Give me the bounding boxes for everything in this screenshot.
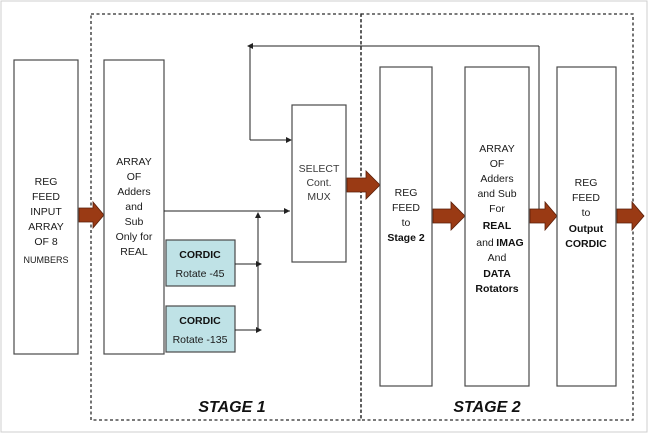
mux-text: SELECT Cont. MUX [299,163,340,203]
reg-feed-stage2-block [379,66,433,387]
adders2-text: ARRAY OF Adders and Sub For REAL and IMA… [475,143,523,295]
input-register-block [13,59,79,355]
flow-arrow-input-to-adders [78,200,105,230]
svg-text:And: And [488,252,507,264]
reg-output-text: REG FEED to Output CORDIC [565,177,607,250]
select-mux-block [291,104,347,263]
input-register-text: REG FEED INPUT ARRAY OF 8 NUMBERS [23,176,68,265]
svg-text:FEED: FEED [392,202,420,214]
svg-text:SELECT: SELECT [299,163,340,175]
svg-text:Adders: Adders [480,173,513,185]
flow-arrow-output [616,200,645,232]
svg-text:DATA: DATA [483,268,511,280]
svg-text:CORDIC: CORDIC [565,238,607,250]
adders-real-text: ARRAY OF Adders and Sub Only for REAL [116,156,153,258]
svg-text:FEED: FEED [32,191,60,203]
cordic2-sub: Rotate -135 [173,334,228,346]
svg-text:IMAG: IMAG [496,237,523,249]
svg-text:ARRAY: ARRAY [116,156,151,168]
svg-text:and: and [125,201,143,213]
wires [164,43,540,333]
svg-text:REG: REG [575,177,598,189]
svg-text:to: to [402,217,411,229]
svg-text:ARRAY: ARRAY [28,221,63,233]
svg-text:and Sub: and Sub [477,188,516,200]
svg-text:REAL: REAL [483,220,512,232]
cordic-rotate-135-block [165,305,236,353]
svg-text:FEED: FEED [572,192,600,204]
svg-text:ARRAY: ARRAY [479,143,514,155]
svg-text:Sub: Sub [125,216,144,228]
svg-text:REG: REG [35,176,58,188]
svg-text:MUX: MUX [307,191,330,203]
adders-real-block [103,59,165,355]
reg-stage2-text: REG FEED to Stage 2 [387,187,425,244]
svg-text:Rotators: Rotators [475,283,518,295]
stage1-label: STAGE 1 [198,399,265,416]
svg-text:and: and [476,237,494,249]
flow-arrow-adders2-to-output [529,200,558,232]
adders-real-imag-block [464,66,530,387]
svg-text:to: to [582,207,591,219]
flow-arrow-mux-to-reg [346,170,381,200]
reg-feed-output-block [556,66,617,387]
cordic1-title: CORDIC [179,249,221,261]
svg-text:REAL: REAL [120,246,148,258]
svg-text:Only for: Only for [116,231,153,243]
svg-text:Adders: Adders [117,186,150,198]
svg-text:OF: OF [490,158,505,170]
svg-text:INPUT: INPUT [30,206,62,218]
svg-text:For: For [489,203,505,215]
cordic2-title: CORDIC [179,315,221,327]
svg-text:OF: OF [127,171,142,183]
svg-text:Cont.: Cont. [306,177,331,189]
flow-arrow-reg-to-adders2 [432,201,466,231]
svg-text:REG: REG [395,187,418,199]
stage2-label: STAGE 2 [453,399,520,416]
stage1-region [90,13,362,421]
cordic1-sub: Rotate -45 [175,268,224,280]
cordic-rotate-45-block [165,239,236,287]
svg-text:Output: Output [569,223,604,235]
svg-text:Stage 2: Stage 2 [387,232,425,244]
svg-text:NUMBERS: NUMBERS [23,255,68,265]
svg-text:OF 8: OF 8 [34,236,57,248]
